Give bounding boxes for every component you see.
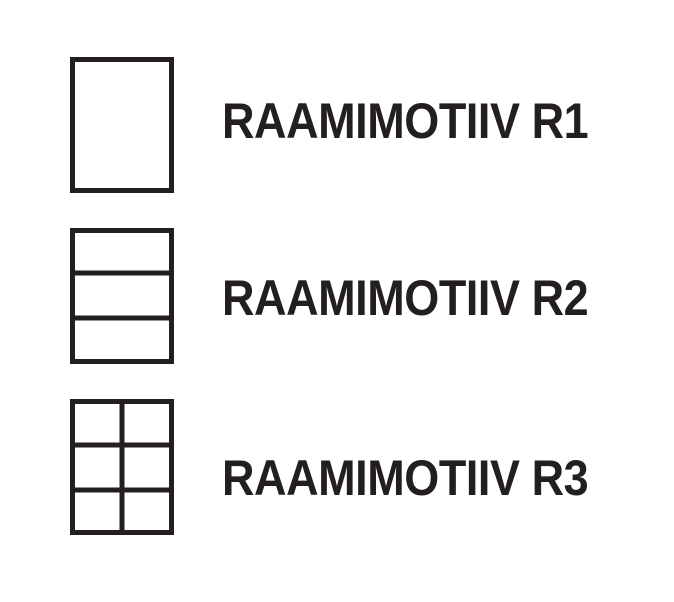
raamimotiiv-r3-label: RAAMIMOTIIV R3 xyxy=(222,450,589,506)
three-row-frame-icon xyxy=(70,228,174,364)
raamimotiiv-r1-label: RAAMIMOTIIV R1 xyxy=(222,93,589,149)
raamimotiiv-r2-label: RAAMIMOTIIV R2 xyxy=(222,270,589,326)
single-frame-icon xyxy=(70,57,174,193)
six-cell-frame-icon xyxy=(70,399,174,535)
